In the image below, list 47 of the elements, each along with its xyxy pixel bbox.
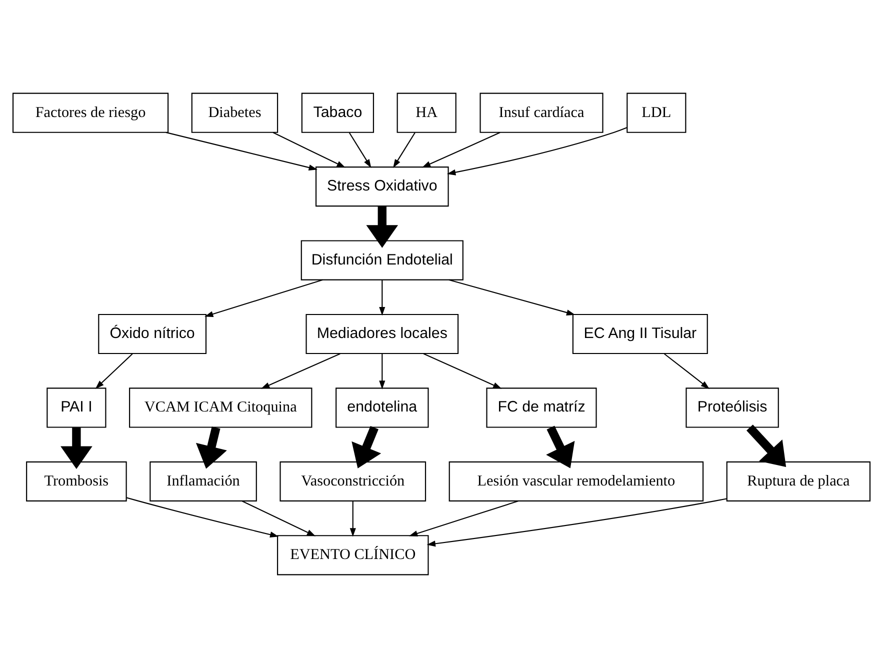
- arrow: [260, 353, 340, 389]
- arrow: [546, 426, 575, 468]
- node-box: PAI I: [46, 388, 106, 428]
- node-box: Mediadores locales: [306, 314, 459, 354]
- node-box: Trombosis: [26, 461, 127, 502]
- arrow: [166, 132, 318, 170]
- node-box: Stress Oxidativo: [315, 166, 449, 207]
- node-box: Disfunción Endotelial: [300, 240, 464, 280]
- arrow: [352, 426, 382, 468]
- node-box: Ruptura de placa: [726, 461, 871, 502]
- node-box: Diabetes: [191, 92, 278, 133]
- arrow: [379, 280, 386, 316]
- node-box: endotelina: [336, 388, 429, 428]
- arrow: [350, 501, 356, 537]
- arrow: [60, 428, 92, 469]
- arrow: [204, 279, 323, 317]
- node-box: Factores de riesgo: [12, 92, 169, 133]
- node-box: Proteólisis: [686, 388, 779, 428]
- arrow: [408, 500, 519, 536]
- arrow: [393, 132, 416, 168]
- arrow: [272, 132, 346, 168]
- arrow: [242, 500, 316, 536]
- arrow: [348, 132, 372, 168]
- node-box: Vasoconstricción: [280, 461, 426, 502]
- arrow: [446, 127, 628, 176]
- arrow: [196, 426, 227, 469]
- node-box: Lesión vascular remodelamiento: [448, 461, 704, 502]
- node-box: VCAM ICAM Citoquina: [129, 388, 312, 428]
- node-box: Insuf cardíaca: [480, 92, 604, 133]
- node-box: EC Ang II Tisular: [572, 314, 708, 354]
- node-box: HA: [396, 92, 456, 133]
- node-box: Tabaco: [301, 92, 374, 133]
- arrow: [379, 354, 386, 390]
- arrow: [746, 424, 786, 467]
- arrow: [448, 279, 576, 316]
- arrow: [126, 497, 279, 538]
- arrow: [366, 206, 398, 248]
- node-box: Óxido nítrico: [98, 314, 207, 354]
- arrow: [422, 132, 500, 168]
- arrow: [95, 353, 133, 389]
- arrow: [664, 353, 710, 389]
- node-box: Inflamación: [150, 461, 257, 502]
- node-box: LDL: [626, 92, 686, 133]
- arrow: [423, 353, 502, 389]
- arrow: [426, 498, 727, 547]
- node-box: FC de matríz: [486, 388, 597, 428]
- node-box: EVENTO CLÍNICO: [277, 535, 429, 576]
